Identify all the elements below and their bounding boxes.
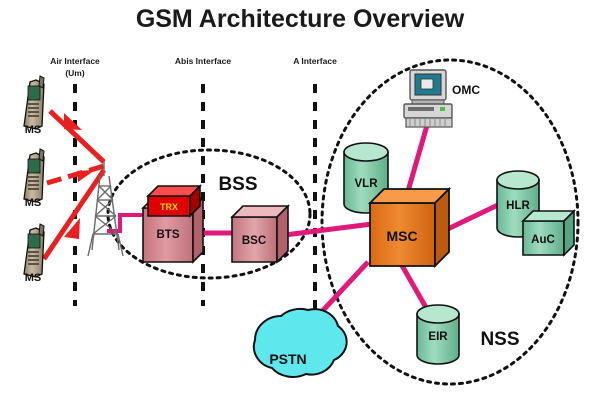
page-title: GSM Architecture Overview <box>136 5 465 33</box>
antenna-tower-icon <box>87 160 124 257</box>
trx-side-face <box>189 184 201 218</box>
air-interface-arrows <box>41 109 107 261</box>
hlr-label: HLR <box>506 200 530 212</box>
trx-label: TRX <box>160 202 178 212</box>
pstn-cloud-shape <box>252 307 348 378</box>
hlr-cylinder-top <box>496 170 540 190</box>
interface-a: A Interface <box>293 56 337 336</box>
auc-side-face <box>563 209 575 257</box>
omc-keyboard-icon <box>405 117 453 128</box>
interface-air-label-1: Air Interface <box>50 56 100 66</box>
auc-label: AuC <box>531 234 555 246</box>
phone-screen-icon <box>27 158 41 174</box>
mobile-station-3[interactable]: MS <box>23 223 45 284</box>
interface-abis-label-1: Abis Interface <box>175 56 231 66</box>
arrow-ms2-head <box>77 170 95 182</box>
phone-keypad-icon <box>28 103 39 117</box>
bts-label: BTS <box>157 229 180 241</box>
node-trx[interactable]: TRX <box>146 184 202 218</box>
arrow-ms3-head <box>64 218 80 239</box>
pstn-label: PSTN <box>269 351 306 367</box>
omc-screen-window-icon <box>420 78 434 90</box>
arrow-ms2-tower <box>46 163 105 186</box>
phone-screen-icon <box>27 233 41 249</box>
ms1-label: MS <box>25 124 42 136</box>
node-eir[interactable]: EIR <box>416 304 460 365</box>
arrow-ms3-tower <box>41 168 107 261</box>
node-bsc[interactable]: BSC <box>230 204 290 264</box>
mobile-station-2[interactable]: MS <box>23 148 45 209</box>
arrow-ms1-tower <box>48 109 106 164</box>
bss-zone-label: BSS <box>218 174 257 195</box>
ms3-label: MS <box>25 272 42 284</box>
link-bsc-msc <box>276 221 373 239</box>
omc-label: OMC <box>452 83 480 97</box>
interface-a-label-1: A Interface <box>293 56 337 66</box>
arrow-ms1-head <box>64 113 82 130</box>
nss-zone-label: NSS <box>480 329 519 350</box>
nss-zone-boundary <box>320 58 580 386</box>
interface-air: Air Interface (Um) <box>50 56 100 306</box>
node-msc[interactable]: MSC <box>367 186 452 269</box>
eir-cylinder-top <box>416 304 460 324</box>
omc-drive-slot-icon <box>408 107 434 111</box>
bsc-side-face <box>276 204 289 264</box>
bss-zone-boundary <box>106 148 312 280</box>
phone-antenna-icon <box>38 75 45 89</box>
node-omc[interactable]: OMC <box>403 69 480 128</box>
node-pstn[interactable]: PSTN <box>252 307 348 378</box>
node-auc[interactable]: AuC <box>521 209 576 257</box>
eir-label: EIR <box>428 331 448 343</box>
phone-keypad-icon <box>28 251 39 265</box>
phone-keypad-icon <box>28 176 39 190</box>
link-msc-eir <box>397 260 431 313</box>
interface-air-label-2: (Um) <box>65 68 85 78</box>
vlr-cylinder-top <box>343 142 389 162</box>
eir-cylinder-body <box>416 313 460 365</box>
msc-side-face <box>434 186 450 269</box>
omc-power-led-icon <box>440 107 445 111</box>
msc-label: MSC <box>386 228 417 244</box>
bsc-label: BSC <box>242 235 266 247</box>
mobile-station-1[interactable]: MS <box>23 75 45 136</box>
phone-screen-icon <box>27 85 41 101</box>
phone-antenna-icon <box>38 148 45 162</box>
omc-keyboard-keys-icon <box>409 119 446 126</box>
interface-abis: Abis Interface <box>175 56 231 306</box>
phone-antenna-icon <box>38 223 45 237</box>
vlr-label: VLR <box>355 178 379 190</box>
ms2-label: MS <box>25 197 42 209</box>
